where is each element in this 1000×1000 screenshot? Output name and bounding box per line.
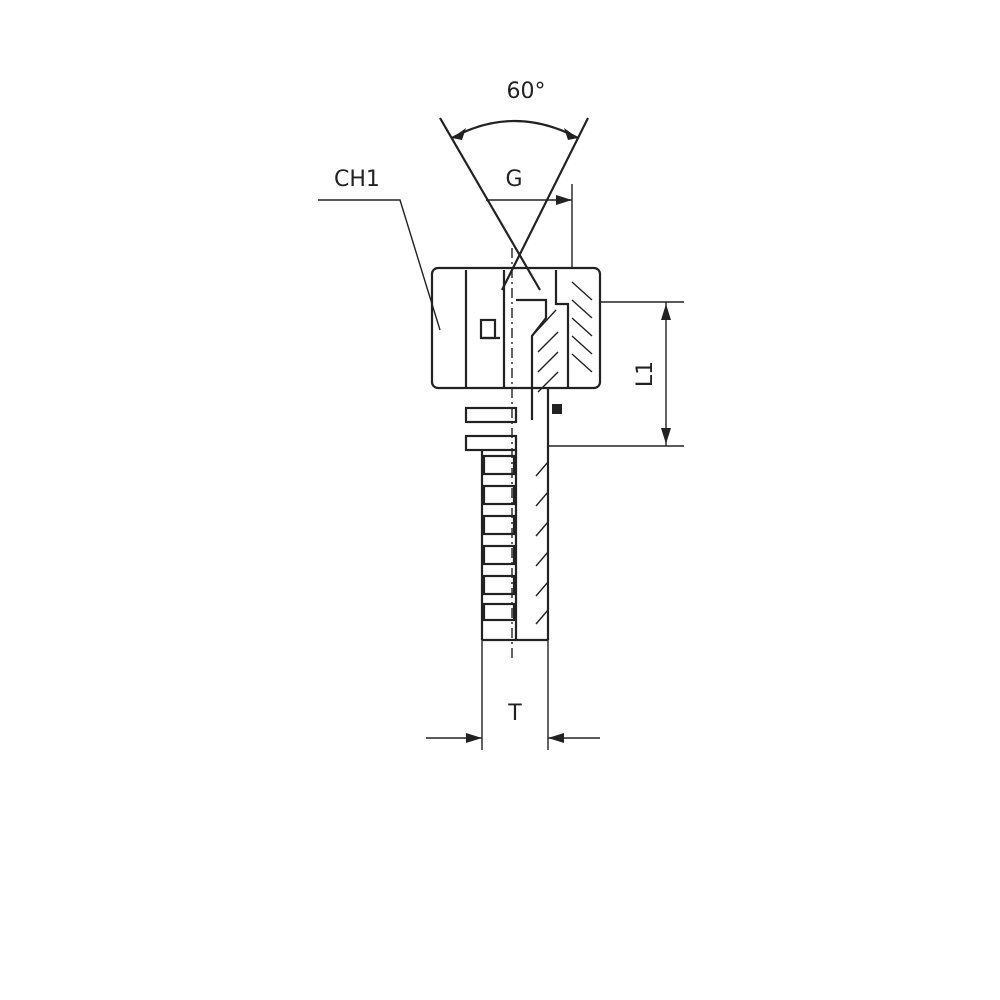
barb-1 <box>482 454 516 476</box>
hex-nut <box>430 266 602 390</box>
t-arrow-right <box>548 733 564 743</box>
barb-6 <box>482 602 516 622</box>
tail-hatch-4 <box>535 551 549 567</box>
hatch-3 <box>571 317 593 337</box>
hex-label: CH1 <box>334 167 380 192</box>
angle-arrow-left <box>452 128 466 140</box>
l1-arrow-top <box>661 304 671 320</box>
brand-mark <box>479 318 497 340</box>
tube-label: T <box>507 701 522 726</box>
hex-leader-line <box>318 199 441 331</box>
cone-line-left <box>439 117 541 291</box>
nut-outline <box>430 266 602 390</box>
barb-3 <box>482 514 516 536</box>
hatch-1 <box>571 281 593 301</box>
thread-label: G <box>505 167 522 192</box>
collar-ring-2 <box>464 434 518 452</box>
tail-hatch-2 <box>535 491 549 507</box>
cone-line-right <box>501 117 589 291</box>
seat-profile <box>516 298 548 420</box>
collar <box>464 388 550 452</box>
tube-dimension: T <box>426 640 600 750</box>
angle-arc <box>451 119 579 139</box>
barb-5 <box>482 574 516 596</box>
thread-dimension: G <box>486 167 573 268</box>
cone-seat <box>516 298 562 420</box>
collar-ring-1 <box>464 406 518 424</box>
angle-label: 60° <box>507 79 546 104</box>
barb-2 <box>482 484 516 506</box>
tail-hatch-1 <box>535 461 549 477</box>
thread-arrow <box>556 195 572 205</box>
seat-hatch-3 <box>537 371 559 393</box>
barb-4 <box>482 544 516 566</box>
tail-hatch-6 <box>535 609 549 625</box>
hatch-2 <box>571 299 593 319</box>
seat-hatch-1 <box>537 331 559 353</box>
hose-tail <box>480 450 550 642</box>
seat-chamfer <box>531 309 557 337</box>
tail-hatch-5 <box>535 581 549 597</box>
tail-hatch-3 <box>535 521 549 537</box>
hatch-4 <box>571 335 593 355</box>
t-arrow-left <box>466 733 482 743</box>
nut-section-profile <box>554 270 570 388</box>
l1-arrow-bottom <box>661 428 671 444</box>
hatch-5 <box>571 353 593 373</box>
o-ring-section <box>552 404 562 414</box>
hex-leader: CH1 <box>318 167 441 331</box>
cone-angle-dimension: 60° <box>439 79 589 291</box>
length-dimension: L1 <box>548 301 684 447</box>
angle-arrow-right <box>564 128 578 140</box>
length-label: L1 <box>633 361 658 387</box>
seat-hatch-2 <box>537 351 559 373</box>
